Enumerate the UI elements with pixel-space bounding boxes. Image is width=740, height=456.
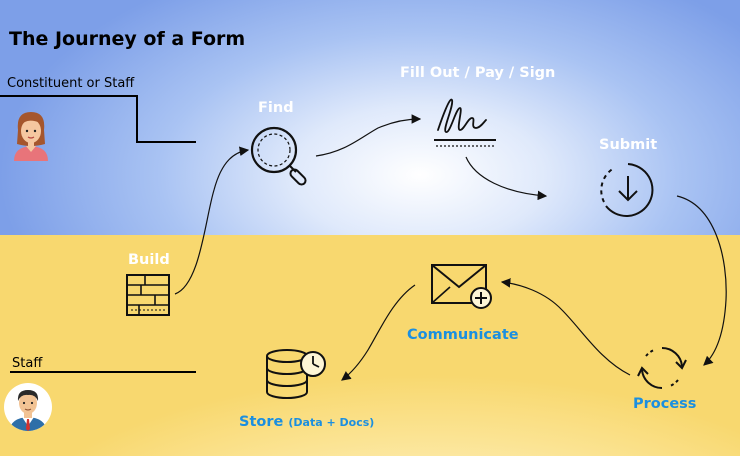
arrow-submit-to-process	[676, 195, 727, 366]
step-label-process: Process	[633, 396, 697, 412]
lane-label-constituent: Constituent or Staff	[7, 76, 135, 91]
cycle-arrows-icon	[637, 346, 687, 390]
step-label-fill: Fill Out / Pay / Sign	[400, 65, 556, 81]
step-label-submit: Submit	[599, 137, 658, 153]
lane-label-staff: Staff	[12, 356, 43, 371]
step-label-store: Store (Data + Docs)	[239, 414, 374, 430]
store-label-main: Store	[239, 414, 284, 430]
signature-icon	[434, 98, 496, 147]
step-label-find: Find	[258, 100, 294, 116]
avatar-female-icon	[14, 112, 48, 161]
arrow-communicate-to-store	[341, 284, 416, 381]
lane-divider-line	[136, 95, 138, 143]
constituent-lane	[0, 0, 740, 235]
lane-divider-line	[136, 141, 196, 143]
step-label-communicate: Communicate	[407, 327, 519, 343]
magnifier-icon	[250, 126, 307, 186]
arrow-build-to-find	[174, 146, 250, 295]
envelope-plus-icon	[431, 264, 492, 309]
arrow-process-to-communicate	[500, 278, 631, 376]
store-label-note: (Data + Docs)	[288, 416, 375, 429]
form-grid-icon	[126, 274, 170, 316]
lane-divider-line	[0, 95, 138, 97]
step-label-build: Build	[128, 252, 170, 268]
database-clock-icon	[266, 349, 326, 399]
arrow-find-to-fill	[315, 114, 422, 157]
diagram-title: The Journey of a Form	[9, 28, 246, 50]
lane-divider-line	[10, 371, 196, 373]
arrow-fill-to-submit	[465, 156, 548, 201]
download-circle-icon	[600, 163, 654, 217]
avatar-male-icon	[4, 383, 52, 431]
